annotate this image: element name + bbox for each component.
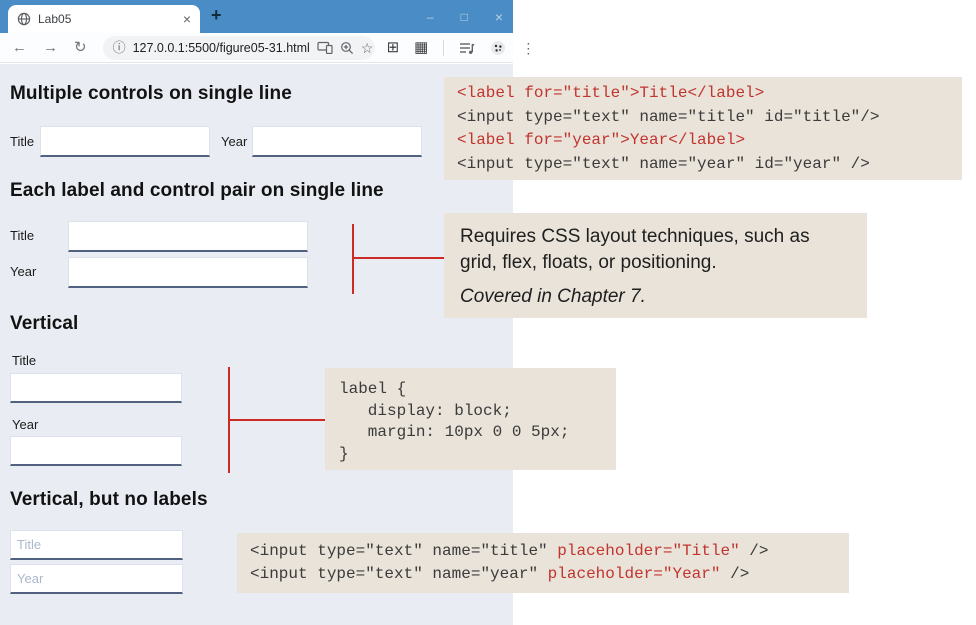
menu-kebab-icon[interactable]: ⋮	[521, 39, 536, 56]
title-input-row1[interactable]	[40, 126, 210, 157]
browser-titlebar: Lab05 × + – □ ×	[0, 0, 513, 33]
tab-close-icon[interactable]: ×	[182, 11, 191, 27]
title-label: Title	[10, 228, 35, 243]
title-input-placeholder[interactable]	[10, 530, 183, 560]
new-tab-button[interactable]: +	[211, 5, 222, 25]
bookmark-star-icon[interactable]: ☆	[360, 39, 374, 56]
heading-vertical-no-labels: Vertical, but no labels	[10, 489, 208, 510]
device-toolbar-icon[interactable]	[317, 41, 333, 54]
url-text: 127.0.0.1:5500/figure05-31.html	[132, 40, 310, 55]
table-grid-icon[interactable]: ▦	[414, 39, 429, 56]
apps-grid-icon[interactable]: ⊞	[386, 39, 400, 56]
window-controls: – □ ×	[427, 0, 503, 33]
site-info-icon[interactable]: ⓘ	[112, 40, 126, 55]
year-input-vertical[interactable]	[10, 436, 182, 466]
heading-multiple-controls: Multiple controls on single line	[10, 83, 292, 104]
note-annotation-css-layout: Requires CSS layout techniques, such as …	[444, 213, 867, 318]
url-bar[interactable]: ⓘ 127.0.0.1:5500/figure05-31.html ☆	[102, 35, 375, 60]
year-input-pair[interactable]	[68, 257, 308, 288]
connector-line-horizontal-2	[230, 419, 325, 421]
note-text: Requires CSS layout techniques, such as …	[460, 226, 810, 273]
back-icon[interactable]: ←	[12, 39, 27, 56]
connector-line-vertical-2	[228, 367, 230, 473]
reload-icon[interactable]: ↻	[74, 39, 87, 56]
media-playlist-icon[interactable]	[459, 41, 475, 55]
year-input-placeholder[interactable]	[10, 564, 183, 594]
connector-line-horizontal-1	[354, 257, 444, 259]
globe-favicon-icon	[17, 12, 31, 26]
heading-vertical: Vertical	[10, 313, 79, 334]
code-annotation-labels: <label for="title">Title</label><input t…	[444, 77, 962, 180]
maximize-button[interactable]: □	[460, 9, 468, 24]
code-annotation-css-rule: label { display: block; margin: 10px 0 0…	[325, 368, 616, 470]
toolbar-divider	[443, 39, 445, 56]
connector-line-vertical-1	[352, 224, 354, 294]
year-label: Year	[10, 264, 37, 279]
close-button[interactable]: ×	[494, 8, 503, 25]
heading-pair-per-line: Each label and control pair on single li…	[10, 180, 384, 201]
code-annotation-placeholders: <input type="text" name="title" placehol…	[237, 533, 849, 593]
browser-toolbar: ← → ↻ ⓘ 127.0.0.1:5500/figure05-31.html …	[0, 33, 535, 63]
title-input-vertical[interactable]	[10, 373, 182, 403]
year-input-row1[interactable]	[252, 126, 422, 157]
zoom-icon[interactable]	[340, 41, 354, 55]
browser-tab[interactable]: Lab05 ×	[8, 5, 200, 33]
year-label: Year	[221, 134, 248, 149]
forward-icon[interactable]: →	[43, 39, 58, 56]
title-input-pair[interactable]	[68, 221, 308, 252]
title-label: Title	[10, 134, 35, 149]
tab-title: Lab05	[38, 12, 72, 26]
toolbar-right-group: ⊞ ▦ ⋮	[386, 39, 536, 56]
year-label: Year	[12, 417, 39, 432]
title-label: Title	[12, 353, 37, 368]
note-italic-text: Covered in Chapter 7.	[460, 286, 646, 307]
minimize-button[interactable]: –	[426, 9, 434, 24]
profile-avatar-icon[interactable]	[490, 40, 506, 56]
